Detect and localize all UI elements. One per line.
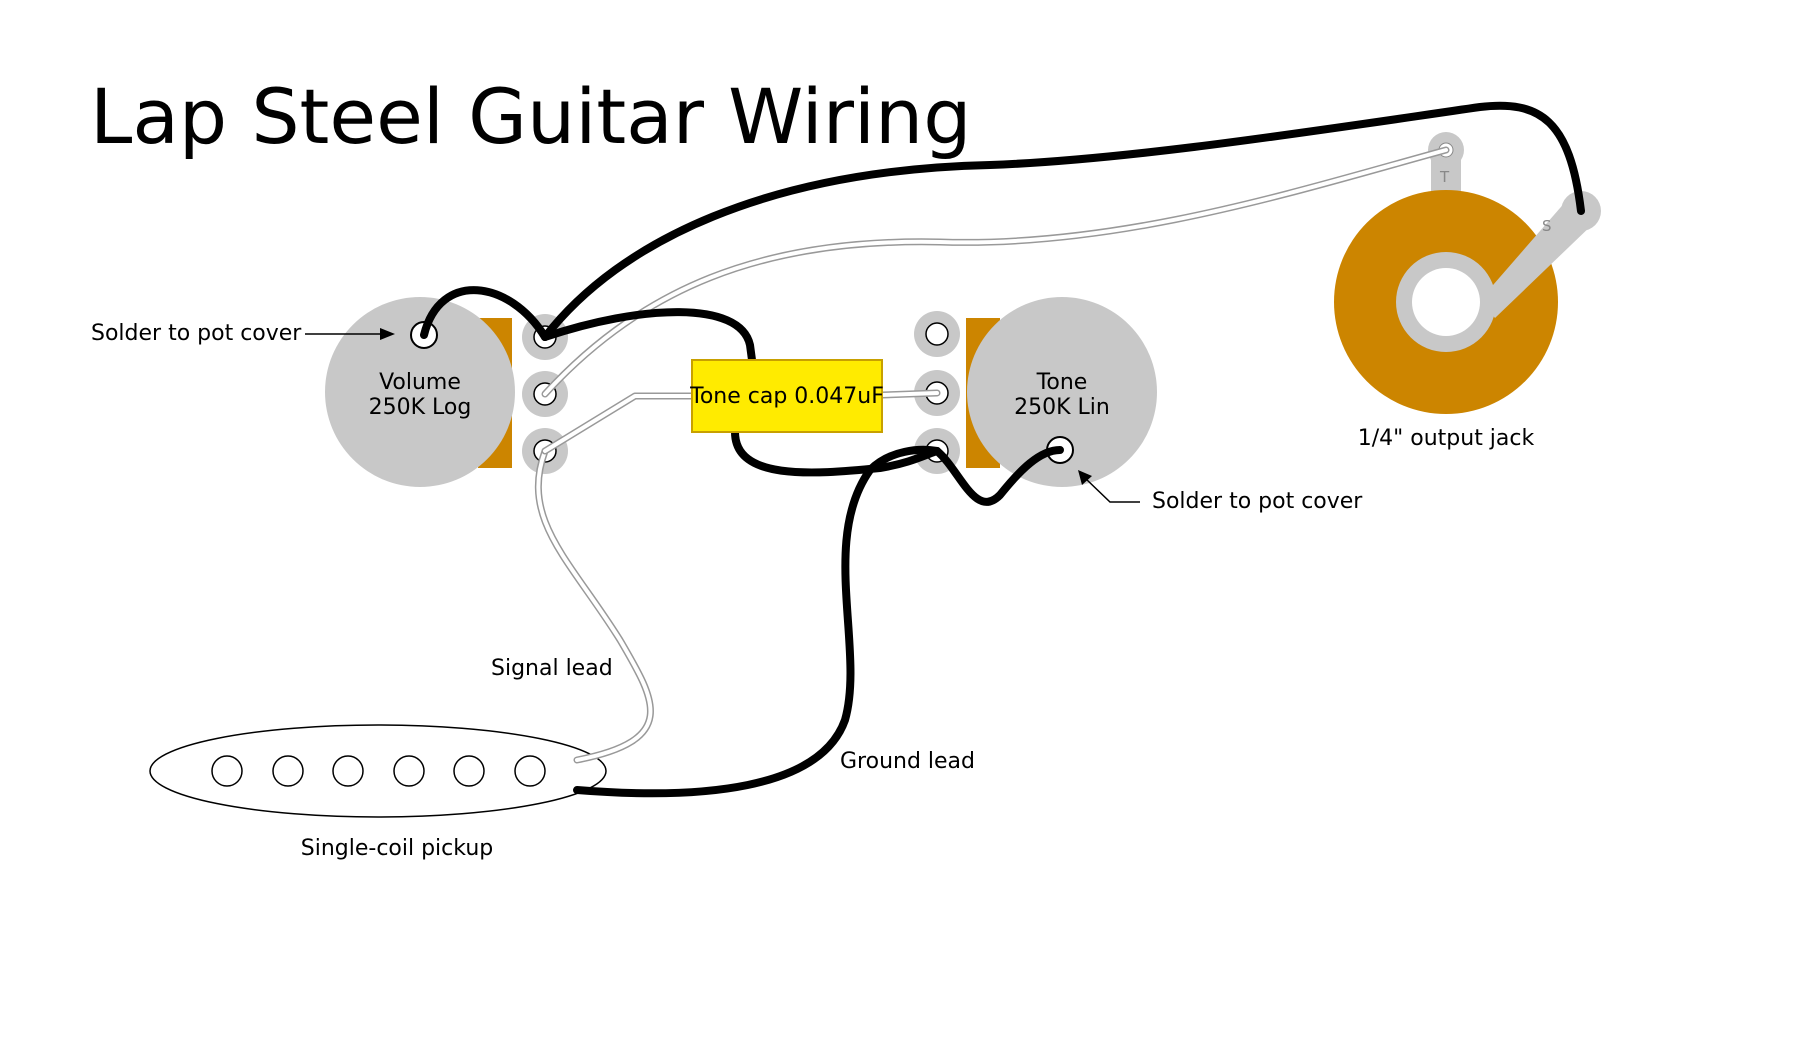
arrow-up-left-icon <box>1078 470 1092 485</box>
tone-pot-body <box>967 297 1157 487</box>
tone-cap: Tone cap 0.047uF <box>689 359 884 433</box>
annotation-solder-tone: Solder to pot cover <box>1078 470 1363 514</box>
annotation-solder-volume: Solder to pot cover <box>91 321 395 346</box>
solder-volume-label: Solder to pot cover <box>91 321 302 346</box>
single-coil-pickup: Single-coil pickup <box>149 724 607 861</box>
pole-piece-4 <box>393 755 425 787</box>
pole-piece-2 <box>272 755 304 787</box>
volume-pot: Volume 250K Log <box>325 297 515 487</box>
volume-pot-body <box>325 297 515 487</box>
signal-wires <box>534 146 1450 764</box>
tone-pot-name: Tone <box>1036 370 1088 395</box>
output-jack: T S 1/4" output jack <box>1334 132 1601 451</box>
pole-piece-6 <box>514 755 546 787</box>
tone-pot: Tone 250K Lin <box>966 297 1157 487</box>
arrow-right-icon <box>380 328 395 340</box>
jack-tip-letter: T <box>1439 168 1450 186</box>
jack-hole <box>1412 268 1480 336</box>
volume-pot-name: Volume <box>379 370 461 395</box>
tone-pot-value: 250K Lin <box>1014 395 1110 420</box>
tone-cap-label: Tone cap 0.047uF <box>689 384 884 409</box>
pole-piece-5 <box>453 755 485 787</box>
ground-wires <box>420 101 1585 798</box>
solder-tone-label: Solder to pot cover <box>1152 489 1363 514</box>
jack-label: 1/4" output jack <box>1358 426 1535 451</box>
tone-cap-body <box>691 359 883 433</box>
pole-piece-1 <box>211 755 243 787</box>
pickup-body <box>149 724 607 818</box>
pole-piece-3 <box>332 755 364 787</box>
signal-lead-label: Signal lead <box>491 656 613 681</box>
pickup-label: Single-coil pickup <box>301 836 494 861</box>
jack-sleeve-letter: S <box>1542 217 1552 235</box>
volume-pot-value: 250K Log <box>369 395 472 420</box>
page-title: Lap Steel Guitar Wiring <box>90 72 971 161</box>
jack-sleeve-arm <box>1480 200 1595 318</box>
ground-lead-label: Ground lead <box>840 749 975 774</box>
